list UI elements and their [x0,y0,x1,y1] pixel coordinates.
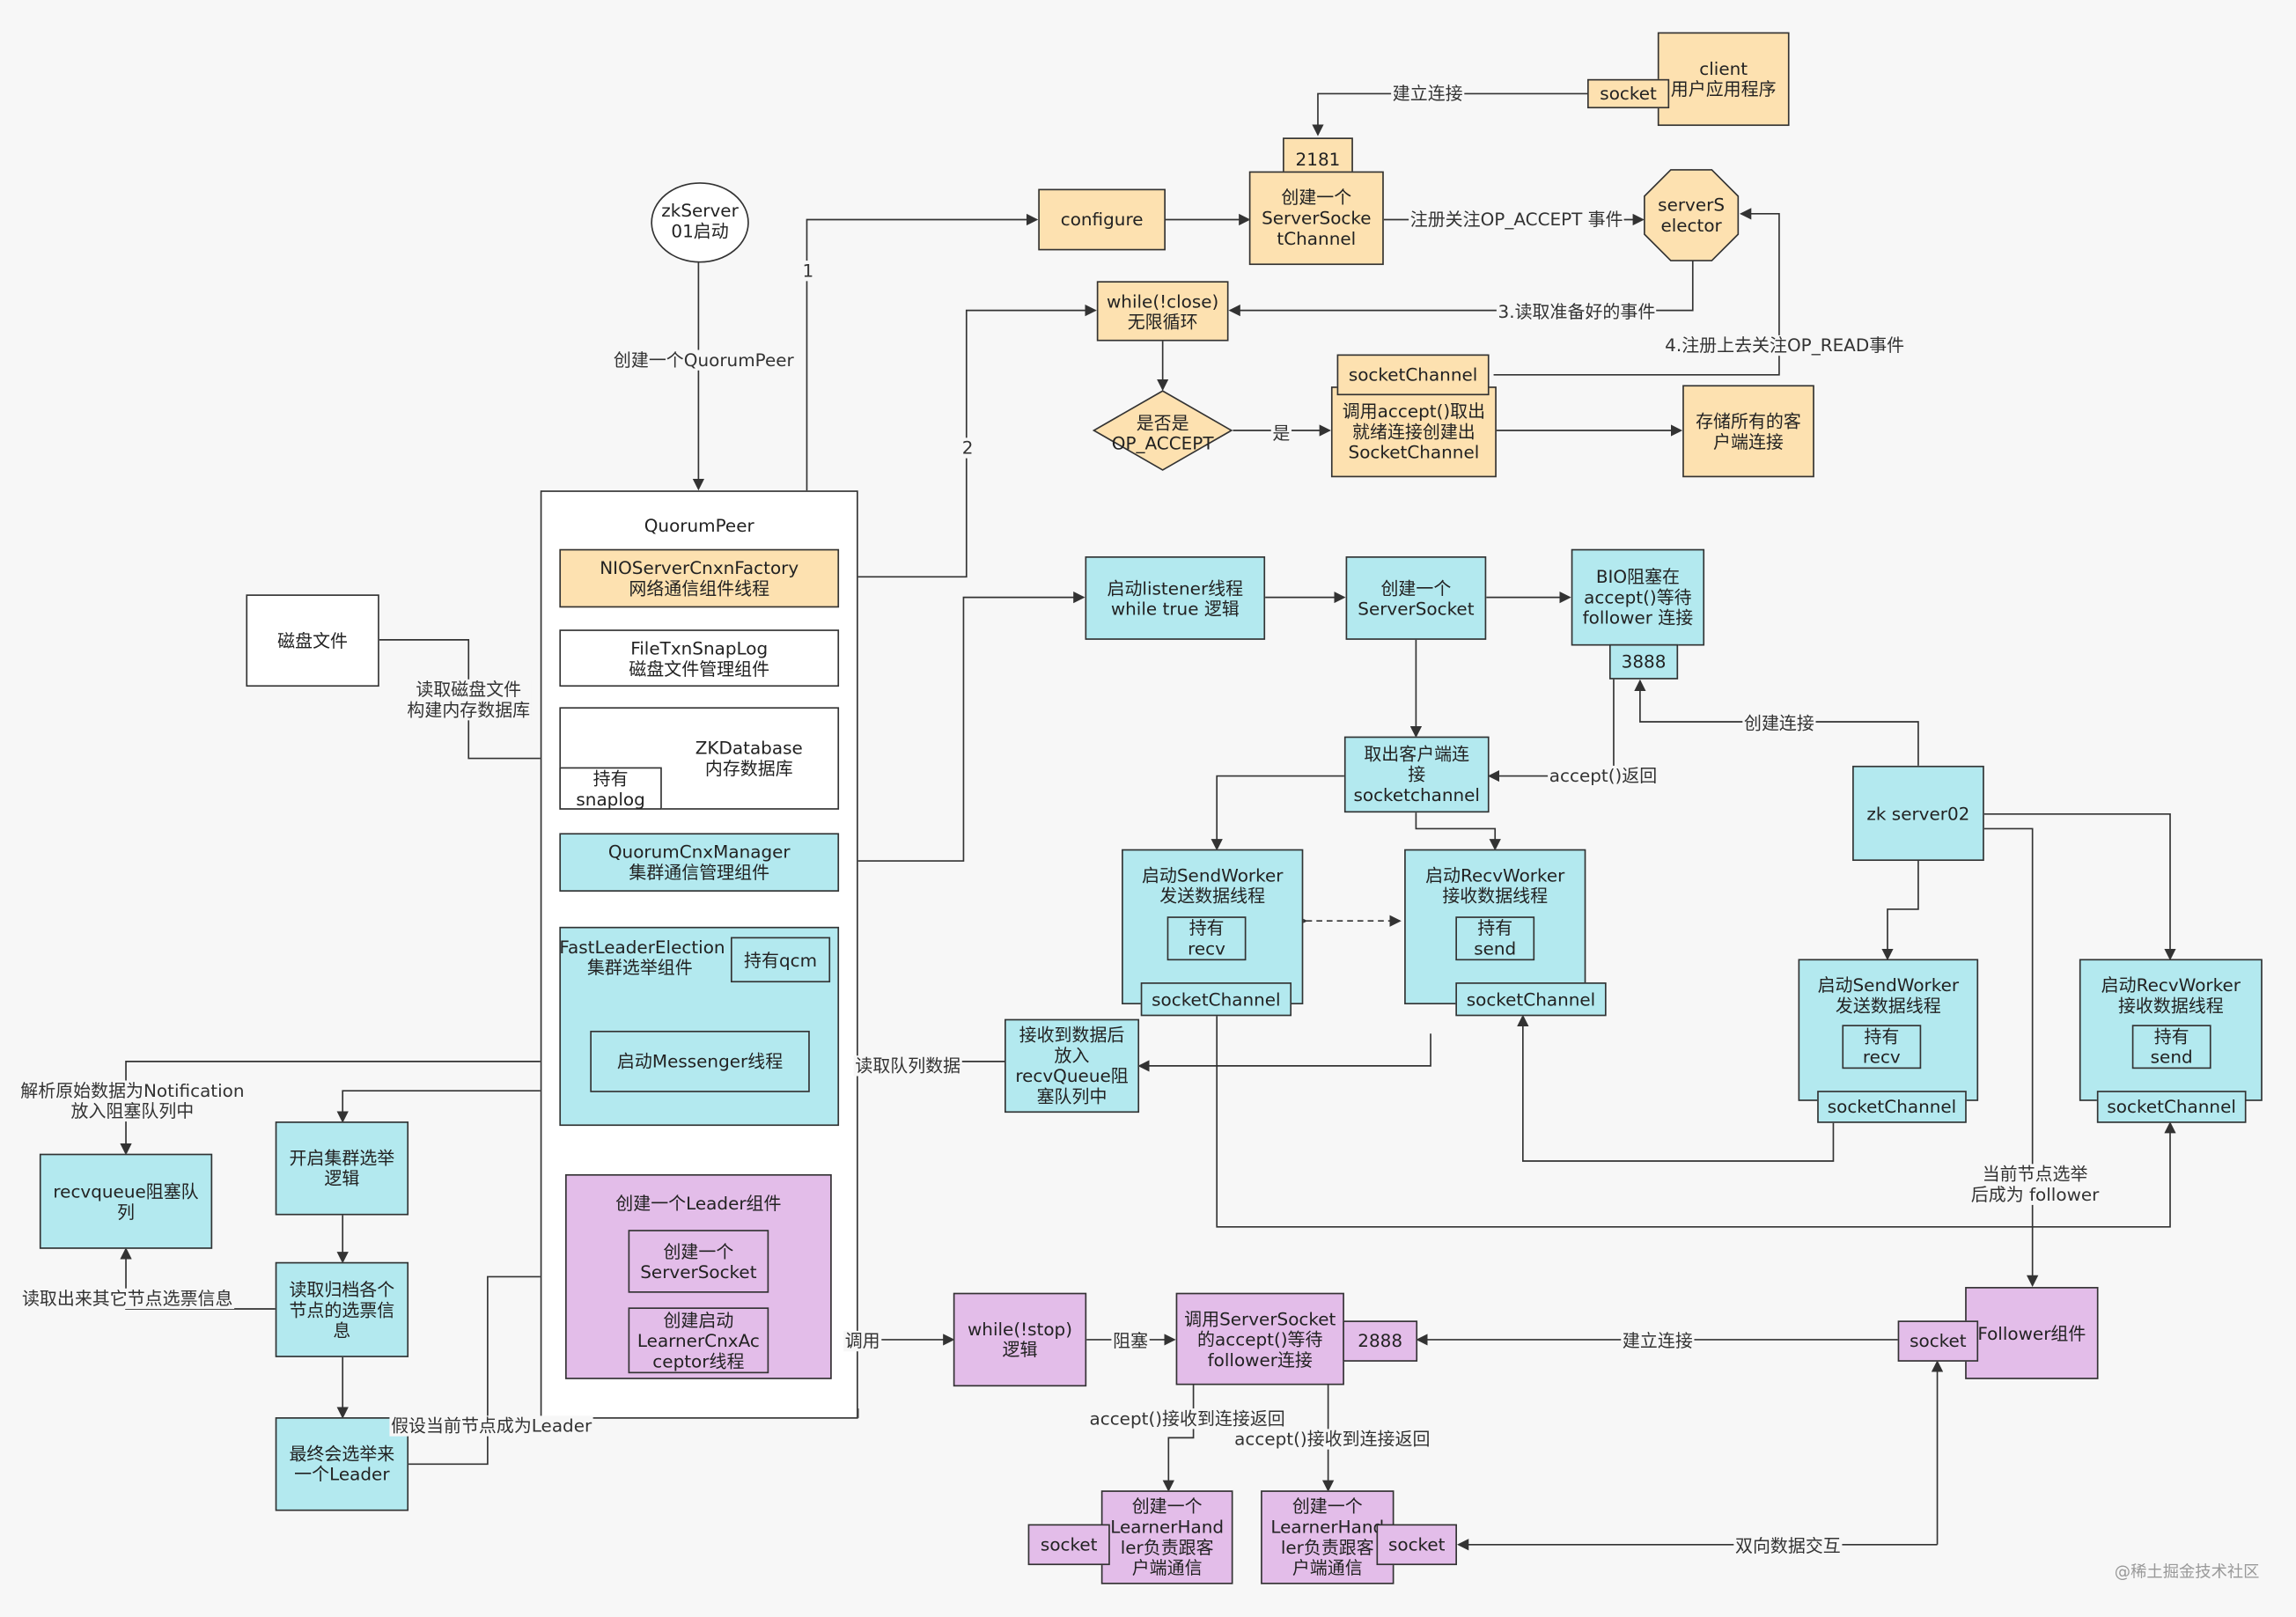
learner-cnx-acceptor-box[interactable]: 创建启动 LearnerCnxAc ceptor线程 [628,1307,769,1374]
s2-send-hold-recv-box[interactable]: 持有 recv [1842,1025,1922,1069]
follower-box[interactable]: Follower组件 [1965,1287,2099,1379]
file-txn-snap-log-box[interactable]: FileTxnSnapLog 磁盘文件管理组件 [559,629,840,687]
learner-handler-2-box[interactable]: 创建一个 LearnerHand ler负责跟客 户端通信 [1261,1490,1395,1584]
label-assume-leader: 假设当前节点成为Leader [389,1415,593,1437]
create-server-socket-box[interactable]: 创建一个 ServerSocket [1345,556,1487,640]
configure-box[interactable]: configure [1038,188,1166,251]
learner-handler-1-box[interactable]: 创建一个 LearnerHand ler负责跟客 户端通信 [1100,1490,1233,1584]
s2-recv-socket-channel-box[interactable]: socketChannel [2096,1091,2247,1123]
label-create-quorum-peer: 创建一个QuorumPeer [612,349,796,371]
label-read-ready: 3.读取准备好的事件 [1496,301,1657,322]
fast-leader-election-label: FastLeaderElection 集群选举组件 [559,937,725,979]
label-build-conn-bottom: 建立连接 [1621,1330,1695,1352]
label-bidirectional: 双向数据交互 [1733,1535,1843,1557]
hold-snaplog-box[interactable]: 持有 snaplog [559,767,662,810]
label-one: 1 [800,261,815,282]
recv-put-queue-box[interactable]: 接收到数据后 放入 recvQueue阻 塞队列中 [1004,1018,1140,1114]
leader-server-socket-box[interactable]: 创建一个 ServerSocket [628,1230,769,1293]
label-read-disk: 读取磁盘文件 构建内存数据库 [405,679,532,721]
recv-worker-box[interactable]: 启动RecvWorker 接收数据线程 [1404,849,1586,1005]
label-register-accept: 注册关注OP_ACCEPT 事件 [1409,209,1625,231]
zkserver01-ellipse[interactable] [651,181,750,263]
send-hold-recv-box[interactable]: 持有 recv [1166,916,1247,961]
recv-queue-box[interactable]: recvqueue阻塞队 列 [39,1153,213,1249]
label-read-queue: 读取队列数据 [853,1055,962,1077]
label-two: 2 [960,437,975,459]
hold-qcm-box[interactable]: 持有qcm [730,937,831,983]
server-selector-octagon[interactable] [1643,168,1740,261]
s2-recv-worker-box[interactable]: 启动RecvWorker 接收数据线程 [2079,959,2263,1101]
while-stop-box[interactable]: while(!stop) 逻辑 [953,1292,1087,1387]
label-yes: 是 [1270,423,1292,444]
elect-leader-box[interactable]: 最终会选举来 一个Leader [275,1417,409,1511]
recv-hold-send-box[interactable]: 持有 send [1455,916,1535,961]
label-call: 调用 [843,1330,882,1352]
port-3888-box[interactable]: 3888 [1608,643,1679,680]
call-accept-box[interactable]: 调用ServerSocket 的accept()等待 follower连接 [1175,1292,1344,1385]
s2-send-worker-box[interactable]: 启动SendWorker 发送数据线程 [1798,959,1979,1101]
label-block: 阻塞 [1111,1330,1150,1352]
is-op-accept-label: 是否是 OP_ACCEPT [1111,413,1214,454]
listener-thread-box[interactable]: 启动listener线程 while true 逻辑 [1085,556,1266,640]
while-close-box[interactable]: while(!close) 无限循环 [1096,281,1229,342]
watermark: @稀土掘金技术社区 [2114,1562,2260,1582]
take-client-conn-box[interactable]: 取出客户端连 接 socketchannel [1343,736,1490,813]
label-build-conn-top: 建立连接 [1391,83,1465,105]
nio-factory-box[interactable]: NIOServerCnxnFactory 网络通信组件线程 [559,548,840,608]
s2-send-socket-channel-box[interactable]: socketChannel [1817,1091,1967,1123]
label-register-read: 4.注册上去关注OP_READ事件 [1663,334,1906,356]
label-accept-recv-2: accept()接收到连接返回 [1233,1429,1432,1450]
quorum-cnx-manager-box[interactable]: QuorumCnxManager 集群通信管理组件 [559,833,840,892]
label-read-other-votes: 读取出来其它节点选票信息 [20,1288,235,1309]
follower-socket-box[interactable]: socket [1897,1320,1979,1362]
accept-create-box[interactable]: 调用accept()取出 就绪连接创建出 SocketChannel [1330,386,1497,478]
client-app-box[interactable]: client 用户应用程序 [1657,32,1790,127]
socket-channel-tag[interactable]: socketChannel [1336,354,1490,396]
zkserver01-label: zkServer 01启动 [661,200,739,242]
server-selector-label: serverS elector [1658,195,1726,236]
learner-socket-1-box[interactable]: socket [1027,1524,1110,1566]
client-socket-box[interactable]: socket [1587,78,1670,109]
start-messenger-box[interactable]: 启动Messenger线程 [590,1030,810,1092]
recv-socket-channel-box[interactable]: socketChannel [1455,982,1607,1017]
store-clients-box[interactable]: 存储所有的客 户端连接 [1682,385,1814,478]
learner-socket-2-box[interactable]: socket [1376,1524,1457,1566]
disk-file-box[interactable]: 磁盘文件 [246,594,379,687]
send-socket-channel-box[interactable]: socketChannel [1140,982,1292,1017]
port-2888-box[interactable]: 2888 [1343,1320,1418,1362]
s2-recv-hold-send-box[interactable]: 持有 send [2131,1025,2211,1069]
label-elected-follower: 当前节点选举 后成为 follower [1969,1164,2101,1205]
server-socket-channel-box[interactable]: 创建一个 ServerSocke tChannel [1248,171,1384,266]
read-votes-box[interactable]: 读取归档各个 节点的选票信 息 [275,1261,409,1357]
zk-server02-box[interactable]: zk server02 [1852,765,1984,862]
bio-block-box[interactable]: BIO阻塞在 accept()等待 follower 连接 [1571,548,1705,646]
label-create-conn: 创建连接 [1742,713,1816,734]
quorum-peer-title: QuorumPeer [644,515,754,536]
label-accept-recv-1: accept()接收到连接返回 [1087,1408,1287,1430]
label-parse-notification: 解析原始数据为Notification 放入阻塞队列中 [18,1080,247,1122]
start-election-box[interactable]: 开启集群选举 逻辑 [275,1121,409,1216]
is-op-accept-diamond[interactable] [1092,389,1233,471]
label-accept-return: accept()返回 [1548,765,1659,787]
